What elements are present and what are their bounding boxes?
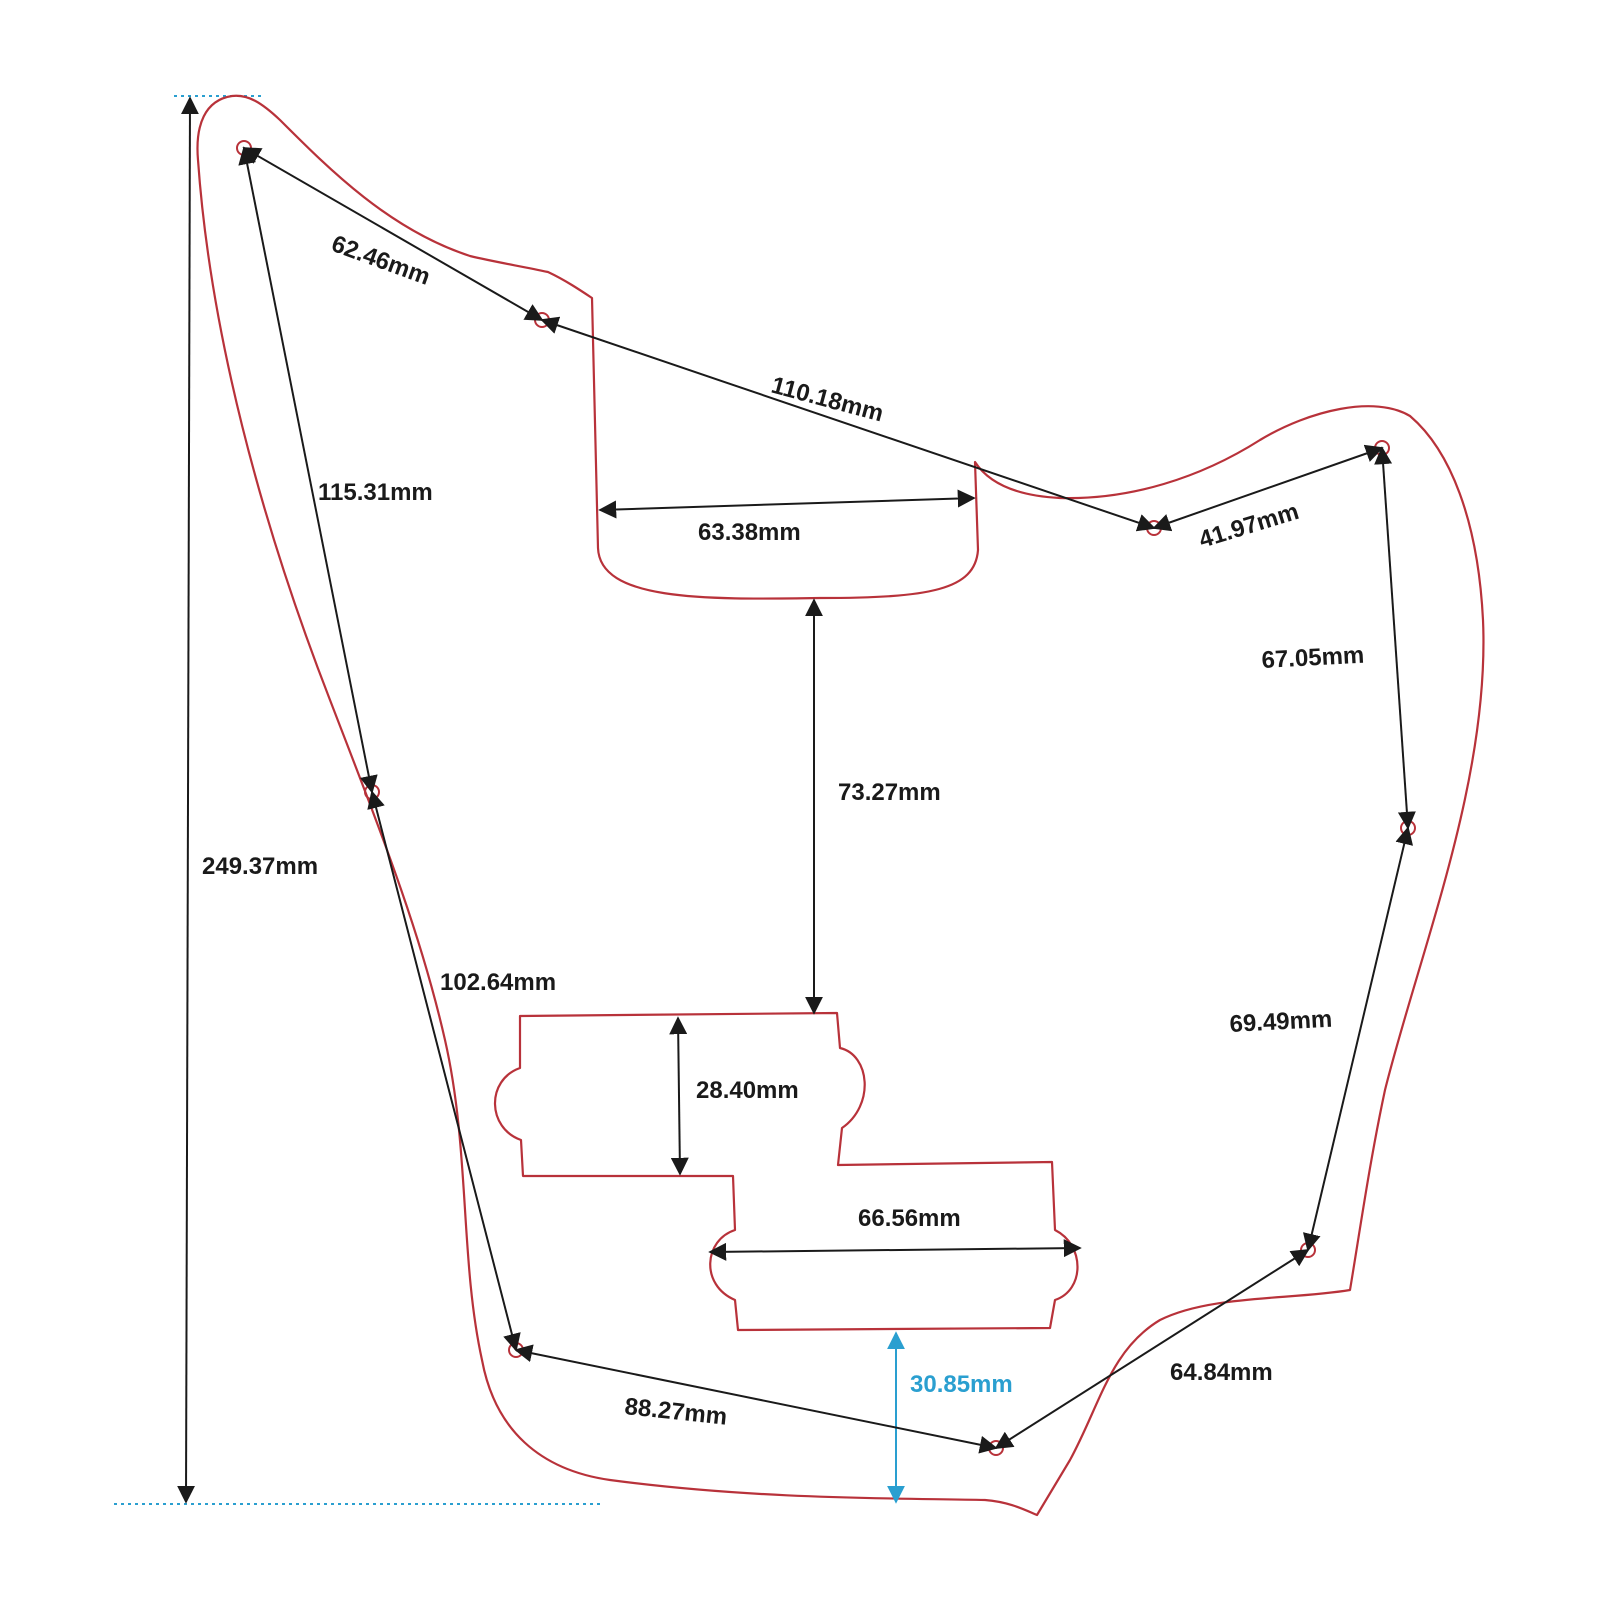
dim-label-249-37: 249.37mm bbox=[202, 853, 318, 880]
dim-label-41-97: 41.97mm bbox=[1196, 498, 1302, 554]
dim-line-102-64 bbox=[367, 790, 521, 1352]
dim-label-102-64: 102.64mm bbox=[440, 969, 556, 996]
dim-line-66-56 bbox=[708, 1239, 1082, 1261]
dim-label-62-46: 62.46mm bbox=[328, 230, 434, 291]
dim-line-115-31 bbox=[238, 146, 378, 794]
dim-line-88-27 bbox=[514, 1344, 998, 1454]
dim-label-64-84: 64.84mm bbox=[1170, 1359, 1273, 1386]
dim-line-63-38 bbox=[598, 489, 976, 519]
dim-label-69-49: 69.49mm bbox=[1229, 1006, 1333, 1038]
dim-line-69-49 bbox=[1302, 826, 1414, 1252]
dim-label-30-85: 30.85mm bbox=[910, 1371, 1013, 1398]
dim-label-66-56: 66.56mm bbox=[858, 1205, 961, 1232]
dim-label-73-27: 73.27mm bbox=[838, 779, 941, 806]
dim-label-67-05: 67.05mm bbox=[1261, 642, 1365, 674]
dim-line-41-97 bbox=[1152, 444, 1384, 532]
dim-line-62-46 bbox=[242, 147, 544, 321]
dim-line-28-40 bbox=[669, 1016, 689, 1176]
dim-label-63-38: 63.38mm bbox=[698, 519, 801, 546]
upper-pickup-cavity bbox=[494, 1011, 1079, 1332]
dim-label-115-31: 115.31mm bbox=[318, 479, 433, 506]
dim-label-88-27: 88.27mm bbox=[623, 1393, 728, 1431]
dim-label-110-18: 110.18mm bbox=[768, 372, 886, 428]
dim-line-110-18 bbox=[540, 316, 1156, 532]
dim-label-28-40: 28.40mm bbox=[696, 1077, 799, 1104]
dim-line-64-84 bbox=[994, 1249, 1310, 1449]
dim-line-249-37 bbox=[177, 96, 199, 1504]
dim-line-67-05 bbox=[1374, 446, 1416, 830]
